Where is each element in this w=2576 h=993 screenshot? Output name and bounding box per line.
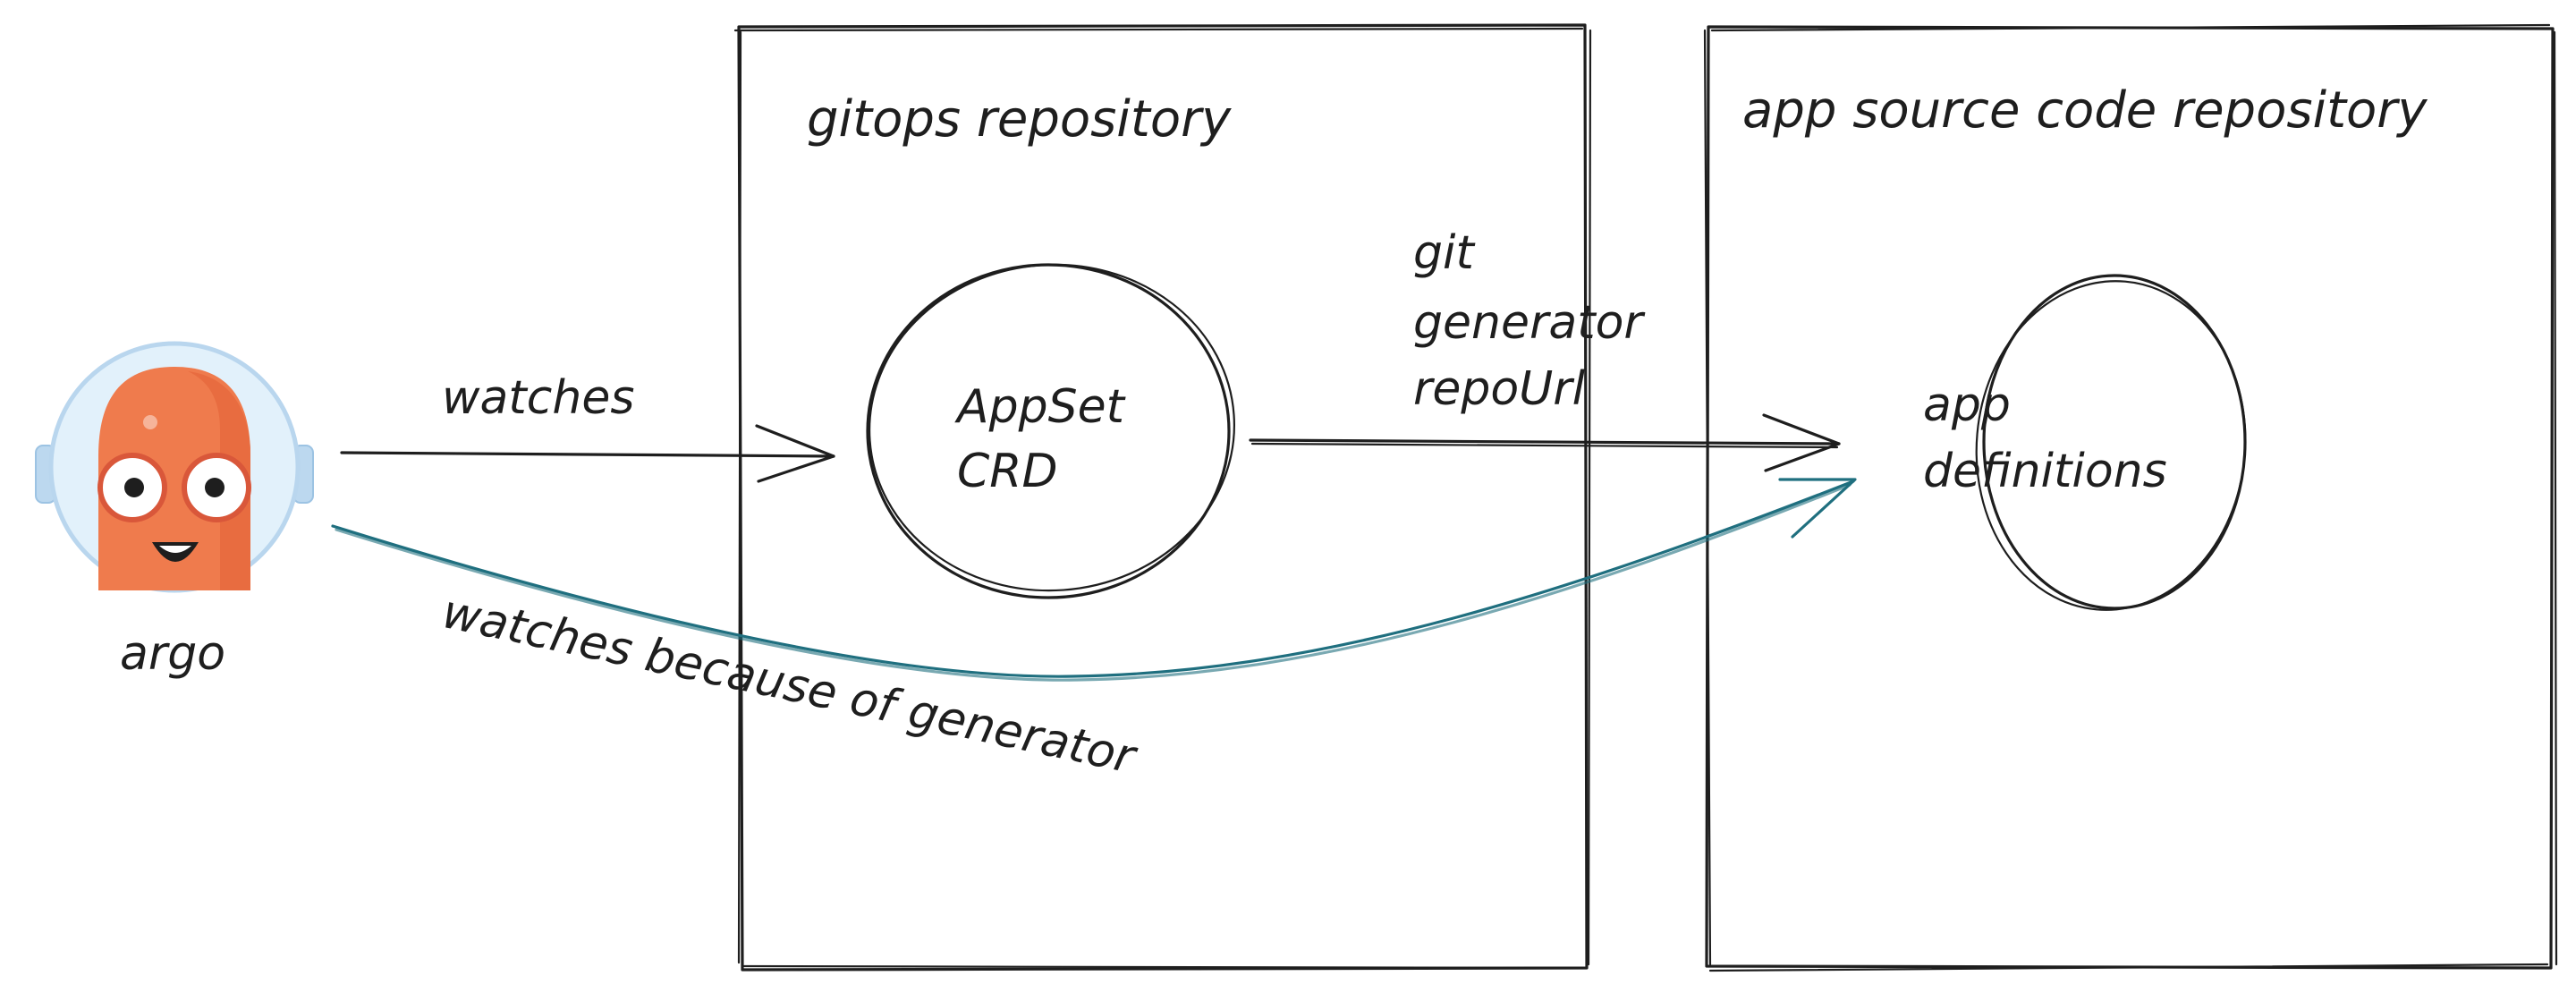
edge-watches-label: watches (442, 371, 634, 425)
app-definitions-label-line2: definitions (1923, 445, 2167, 498)
edge-watches-because-label: watches because of generator (437, 585, 1142, 785)
gitops-repository-title: gitops repository (807, 90, 1232, 149)
edge-appset-to-app-definitions: git generator repoUrl (1249, 226, 1841, 472)
argo-mascot-icon[interactable] (35, 341, 314, 593)
edge-git-label-line2: generator (1413, 296, 1646, 350)
edge-argo-to-appset: watches (340, 371, 835, 483)
appset-crd-label-line2: CRD (957, 445, 1057, 498)
app-definitions-label-line1: app (1923, 378, 2011, 432)
edge-git-label-line1: git (1413, 226, 1475, 280)
appset-crd-label-line1: AppSet (954, 380, 1126, 434)
appset-crd-node[interactable]: AppSet CRD (859, 252, 1245, 603)
app-source-repository-title: app source code repository (1742, 81, 2428, 140)
edge-argo-to-app-definitions: watches because of generator (331, 478, 1857, 785)
app-source-repository-box[interactable]: app source code repository (1703, 23, 2558, 972)
edge-git-label-line3: repoUrl (1413, 362, 1586, 416)
argo-label: argo (120, 627, 225, 681)
gitops-repository-box[interactable]: gitops repository (733, 23, 1592, 972)
app-definitions-node[interactable]: app definitions (1923, 270, 2258, 622)
